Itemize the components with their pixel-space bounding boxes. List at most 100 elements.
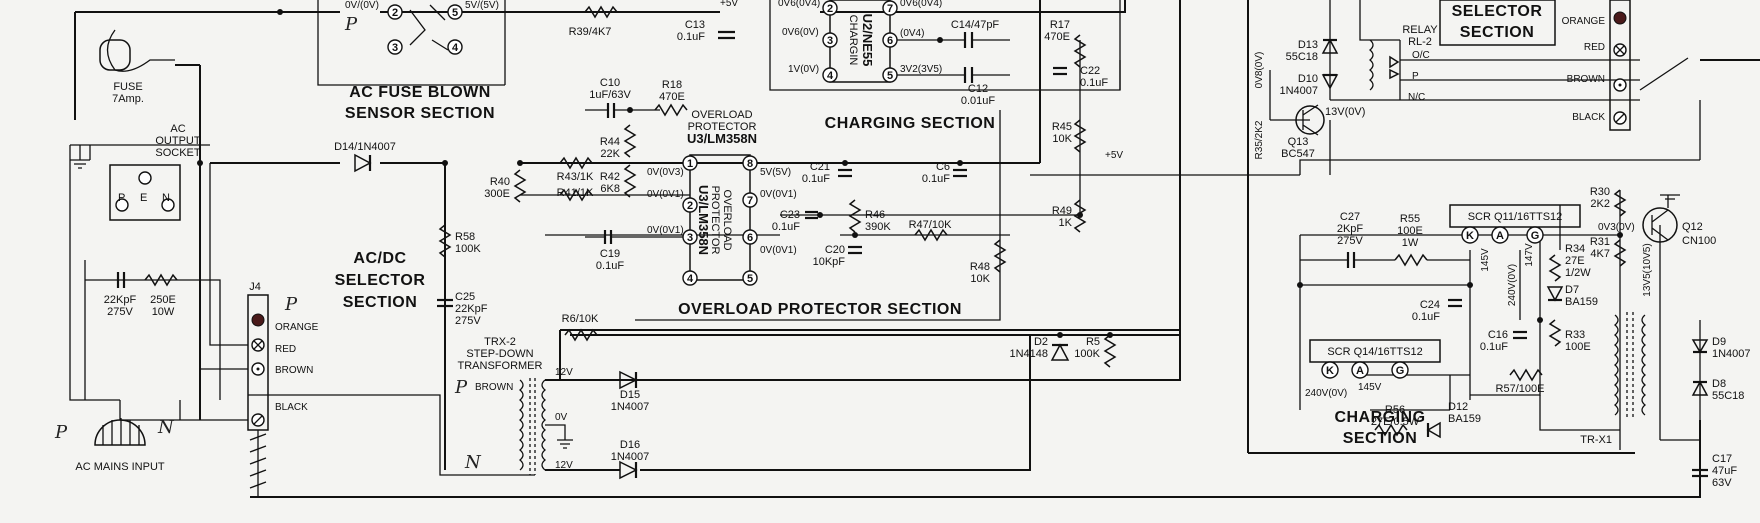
svg-text:R18: R18 [662,79,682,91]
svg-text:0.1uF: 0.1uF [922,173,950,185]
svg-text:R34: R34 [1565,243,1585,255]
svg-text:R43/1K: R43/1K [557,171,594,183]
ac-mains-plug: AC MAINS INPUT [75,418,165,473]
svg-text:4K7: 4K7 [1590,248,1610,260]
svg-text:C23: C23 [780,209,800,221]
svg-text:R6/10K: R6/10K [562,313,599,325]
fuse: FUSE 7Amp. [99,29,175,105]
svg-text:K: K [1466,230,1474,242]
svg-text:0V(0V1): 0V(0V1) [760,189,797,200]
svg-text:R47/10K: R47/10K [909,219,952,231]
svg-text:3: 3 [827,35,833,47]
overload-right-components: C21 0.1uF C6 0.1uF C23 0.1uF R46 390K R4… [772,119,1123,368]
svg-text:240V(0V): 240V(0V) [1507,264,1518,306]
svg-text:C6: C6 [936,161,950,173]
svg-text:R17: R17 [1050,19,1070,31]
svg-text:10K: 10K [1052,133,1072,145]
svg-text:SECTION: SECTION [1460,24,1535,41]
svg-text:R40: R40 [490,176,510,188]
svg-text:4: 4 [452,42,459,54]
svg-text:TRANSFORMER: TRANSFORMER [458,360,543,372]
svg-text:275V: 275V [1337,235,1363,247]
svg-text:D2: D2 [1034,336,1048,348]
svg-text:ORANGE: ORANGE [275,322,319,333]
ac-fuse-blown-title: AC FUSE BLOWN [349,84,491,101]
svg-text:TRX-2: TRX-2 [484,336,516,348]
svg-text:STEP-DOWN: STEP-DOWN [466,348,533,360]
svg-text:22KpF: 22KpF [104,294,137,306]
svg-text:10W: 10W [152,306,175,318]
svg-text:R46: R46 [865,209,885,221]
socket-n: N [162,192,170,204]
svg-text:U2/NE55: U2/NE55 [860,14,875,67]
svg-text:C27: C27 [1340,211,1360,223]
svg-text:R31: R31 [1590,236,1610,248]
svg-text:D12: D12 [1448,401,1468,413]
svg-text:0V(0V1): 0V(0V1) [647,189,684,200]
svg-text:D10: D10 [1298,73,1318,85]
svg-text:27E/0.5W: 27E/0.5W [1371,416,1420,428]
svg-text:ORANGE: ORANGE [1562,16,1606,27]
diode-d14: D14/1N4007 [334,141,396,173]
svg-text:U3/LM358N: U3/LM358N [696,185,711,255]
svg-text:1/2W: 1/2W [1565,267,1591,279]
svg-text:6K8: 6K8 [600,183,620,195]
charging-bottom-components: R57/100E R56 27E/0.5W D12 BA159 [1371,368,1545,439]
svg-text:D14/1N4007: D14/1N4007 [334,141,396,153]
svg-text:R5: R5 [1086,336,1100,348]
svg-text:5: 5 [747,273,753,285]
handwritten-p-j4: P [284,294,298,315]
svg-text:R41/1K: R41/1K [557,187,594,199]
svg-text:2: 2 [687,200,693,212]
svg-text:C19: C19 [600,248,620,260]
c27-r55: C27 2KpF 275V R55 100E 1W [1300,211,1470,268]
relay-rl2: D13 55C18 D10 1N4007 RELAY RL-2 O/C P N/… [1279,24,1438,103]
svg-text:0V/(0V): 0V/(0V) [345,0,379,11]
svg-text:RELAY: RELAY [1402,24,1438,36]
handwritten-p-mains: P [54,422,68,443]
svg-text:O/C: O/C [1412,50,1430,61]
socket-e: E [140,192,147,204]
svg-text:5V(5V): 5V(5V) [760,167,791,178]
ac-output-label: AC [170,123,185,135]
svg-text:147V: 147V [1524,243,1535,267]
svg-text:PROTECTOR: PROTECTOR [688,121,757,133]
svg-text:D15: D15 [620,389,640,401]
svg-text:G: G [1396,365,1405,377]
ic-u2-ne555: 2 3 4 7 6 5 U2/NE55 CHARGIN 0V6(0V4) 0V6… [778,0,1108,107]
svg-text:250E: 250E [150,294,176,306]
svg-text:P: P [1412,71,1419,82]
svg-text:390K: 390K [865,221,891,233]
sensor-section-title: SENSOR SECTION [345,105,495,122]
svg-text:12V: 12V [555,367,573,378]
svg-text:0.1uF: 0.1uF [802,173,830,185]
svg-text:1: 1 [687,158,693,170]
socket-p: P [118,192,125,204]
selector-section-right: SELECTOR SECTION ORANGE RED BROWN BLACK [1439,0,1689,131]
svg-text:100K: 100K [455,243,481,255]
svg-text:13V5(10V5): 13V5(10V5) [1642,243,1653,296]
svg-text:PROTECTOR: PROTECTOR [709,186,721,255]
svg-text:145V: 145V [1480,248,1491,272]
svg-text:BA159: BA159 [1448,413,1481,425]
diode-d16: D16 1N4007 [611,439,649,480]
svg-text:+5V: +5V [1105,150,1123,161]
svg-text:275V: 275V [455,315,481,327]
ac-mains-label: AC MAINS INPUT [75,461,165,473]
r58-c25: R58 100K C25 22KpF 275V [437,224,488,327]
svg-text:C10: C10 [600,77,620,89]
charging-right-components: R34 27E 1/2W D7 BA159 C24 0.1uF C16 0.1u… [1412,243,1598,353]
svg-text:RED: RED [275,344,296,355]
svg-text:D8: D8 [1712,378,1726,390]
svg-text:C25: C25 [455,291,475,303]
svg-text:RED: RED [1584,42,1605,53]
svg-text:100E: 100E [1397,225,1423,237]
fuse-sensor-optocoupler: 2 3 5 4 0V/(0V) 5V/(5V) +5V R39/4K7 C13 … [345,0,738,55]
svg-text:7: 7 [747,195,753,207]
svg-text:+5V: +5V [720,0,738,9]
svg-text:1uF/63V: 1uF/63V [589,89,631,101]
svg-text:R57/100E: R57/100E [1496,383,1545,395]
svg-text:3: 3 [392,42,398,54]
